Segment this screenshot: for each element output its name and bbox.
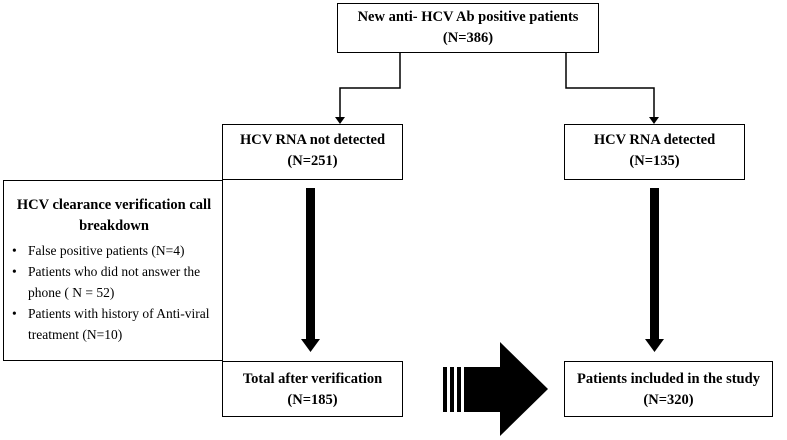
clearance-verification-list: False positive patients (N=4) Patients w… xyxy=(10,240,218,345)
hcv-rna-detected-box: HCV RNA detected (N=135) xyxy=(564,124,745,180)
hcv-rna-not-detected-box: HCV RNA not detected (N=251) xyxy=(222,124,403,180)
new-anti-hcv-positive-box: New anti- HCV Ab positive patients (N=38… xyxy=(337,3,599,53)
clearance-verification-title: HCV clearance verification call breakdow… xyxy=(16,197,212,234)
list-item: Patients with history of Anti-viral trea… xyxy=(10,303,218,345)
arrowhead-rna-detected xyxy=(649,117,659,124)
hcv-rna-not-detected-title: HCV RNA not detected xyxy=(239,132,386,148)
patients-included-box: Patients included in the study (N=320) xyxy=(564,361,773,417)
hcv-rna-detected-count: (N=135) xyxy=(629,153,680,169)
patients-included-count: (N=320) xyxy=(643,392,694,408)
clearance-verification-box: HCV clearance verification call breakdow… xyxy=(3,180,223,361)
hcv-rna-not-detected-count: (N=251) xyxy=(287,153,338,169)
connector-top-to-rna-not-detected xyxy=(339,53,401,118)
total-after-verification-count: (N=185) xyxy=(287,392,338,408)
connector-top-to-rna-detected xyxy=(565,53,655,118)
thick-arrow-right-head xyxy=(645,339,664,352)
list-item: False positive patients (N=4) xyxy=(10,240,218,261)
new-anti-hcv-positive-title: New anti- HCV Ab positive patients xyxy=(357,9,579,25)
patients-included-title: Patients included in the study xyxy=(577,371,760,387)
thick-arrow-left-shaft xyxy=(306,188,315,340)
thick-arrow-right-shaft xyxy=(650,188,659,340)
total-after-verification-box: Total after verification (N=185) xyxy=(222,361,403,417)
thick-arrow-left-head xyxy=(301,339,320,352)
total-after-verification-title: Total after verification xyxy=(242,371,383,387)
list-item: Patients who did not answer the phone ( … xyxy=(10,261,218,303)
arrowhead-rna-not-detected xyxy=(335,117,345,124)
hcv-rna-detected-title: HCV RNA detected xyxy=(593,132,716,148)
block-arrow-right xyxy=(443,342,548,436)
new-anti-hcv-positive-count: (N=386) xyxy=(442,30,494,46)
